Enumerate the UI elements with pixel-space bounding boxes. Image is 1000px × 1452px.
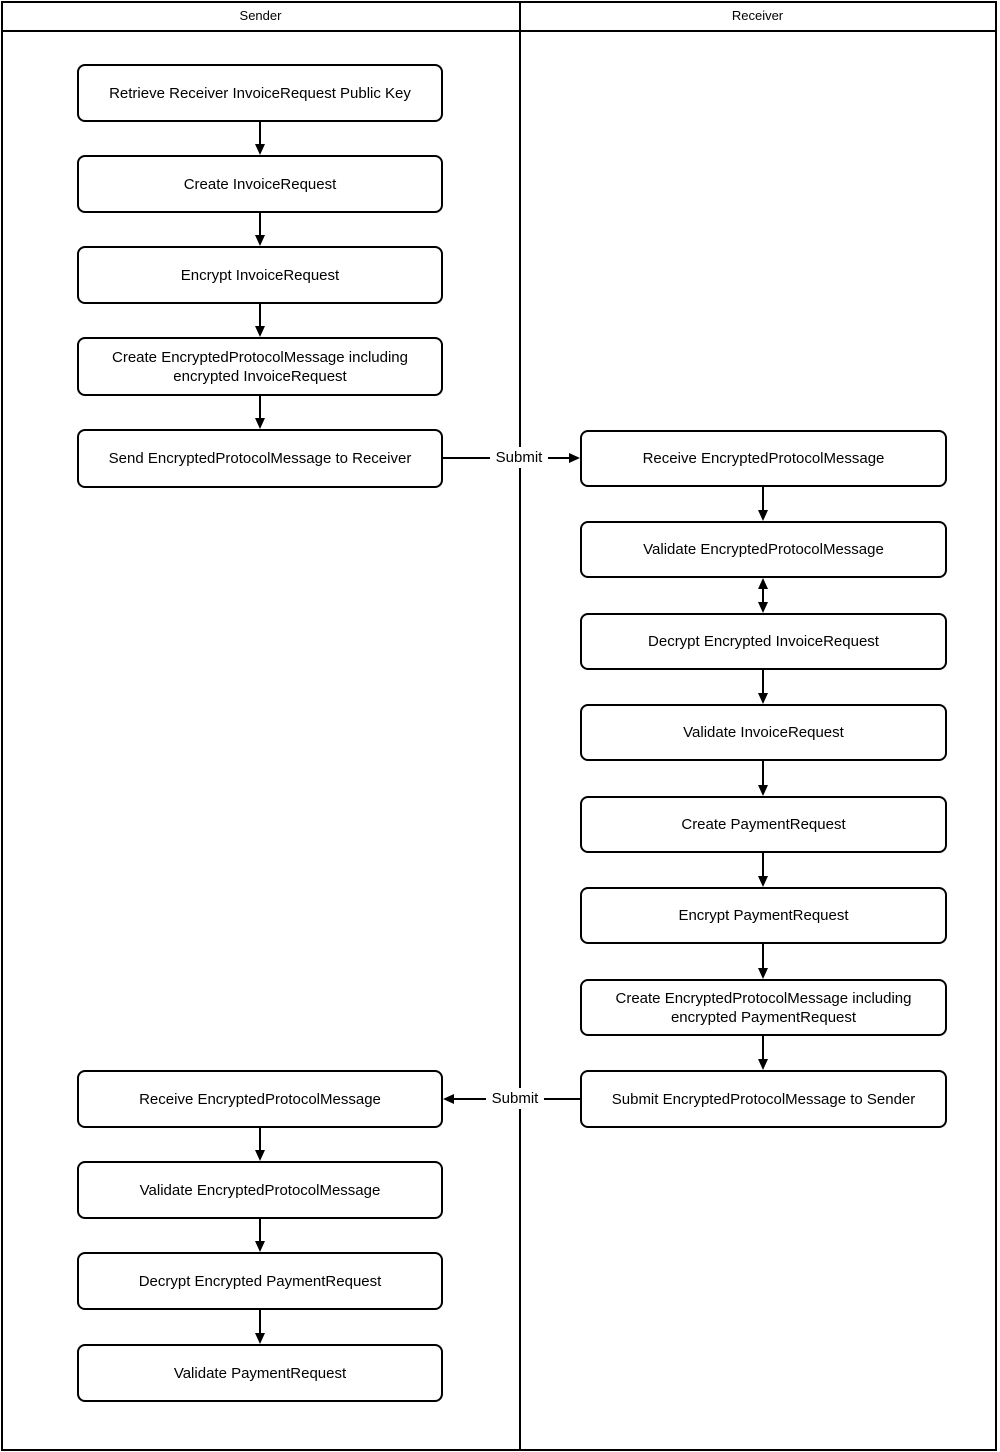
lane-header-receiver: Receiver <box>731 8 784 23</box>
arrowhead-down-icon <box>255 144 265 155</box>
arrowhead-left-icon <box>443 1094 454 1104</box>
node-submit-epm-to-sender: Submit EncryptedProtocolMessage to Sende… <box>580 1070 947 1128</box>
arrow-line <box>762 944 764 970</box>
node-encrypt-invoicerequest: Encrypt InvoiceRequest <box>77 246 443 304</box>
arrowhead-down-icon <box>758 602 768 613</box>
arrowhead-down-icon <box>255 1333 265 1344</box>
arrow-line <box>762 487 764 512</box>
node-create-paymentrequest: Create PaymentRequest <box>580 796 947 853</box>
node-create-epm-invoicerequest: Create EncryptedProtocolMessage includin… <box>77 337 443 396</box>
arrow-line <box>259 122 261 146</box>
node-send-epm-to-receiver: Send EncryptedProtocolMessage to Receive… <box>77 429 443 488</box>
arrowhead-down-icon <box>758 785 768 796</box>
edge-label-submit-to-sender: Submit <box>486 1088 544 1109</box>
lane-header-sender: Sender <box>239 8 282 23</box>
arrow-line <box>259 1310 261 1335</box>
arrowhead-down-icon <box>758 693 768 704</box>
arrow-line <box>762 761 764 787</box>
lane-divider <box>519 1 521 1449</box>
arrow-line <box>259 304 261 328</box>
edge-label-submit-to-receiver: Submit <box>490 447 548 468</box>
arrowhead-down-icon <box>255 1241 265 1252</box>
arrow-line <box>762 1036 764 1061</box>
arrowhead-down-icon <box>758 876 768 887</box>
node-sender-validate-epm: Validate EncryptedProtocolMessage <box>77 1161 443 1219</box>
arrowhead-down-icon <box>758 968 768 979</box>
node-validate-paymentrequest: Validate PaymentRequest <box>77 1344 443 1402</box>
node-sender-receive-epm: Receive EncryptedProtocolMessage <box>77 1070 443 1128</box>
node-create-epm-paymentrequest: Create EncryptedProtocolMessage includin… <box>580 979 947 1036</box>
header-separator <box>1 30 995 32</box>
node-decrypt-invoicerequest: Decrypt Encrypted InvoiceRequest <box>580 613 947 670</box>
arrowhead-down-icon <box>255 418 265 429</box>
arrowhead-right-icon <box>569 453 580 463</box>
arrow-line <box>259 1219 261 1243</box>
arrowhead-up-icon <box>758 578 768 589</box>
arrowhead-down-icon <box>758 510 768 521</box>
node-validate-invoicerequest: Validate InvoiceRequest <box>580 704 947 761</box>
arrow-line <box>762 670 764 695</box>
arrowhead-down-icon <box>255 235 265 246</box>
node-encrypt-paymentrequest: Encrypt PaymentRequest <box>580 887 947 944</box>
arrow-line <box>259 1128 261 1152</box>
node-create-invoicerequest: Create InvoiceRequest <box>77 155 443 213</box>
node-decrypt-paymentrequest: Decrypt Encrypted PaymentRequest <box>77 1252 443 1310</box>
arrow-line <box>762 853 764 878</box>
arrowhead-down-icon <box>255 326 265 337</box>
arrow-line <box>259 396 261 420</box>
arrow-line <box>762 587 764 604</box>
node-receiver-validate-epm: Validate EncryptedProtocolMessage <box>580 521 947 578</box>
node-receiver-receive-epm: Receive EncryptedProtocolMessage <box>580 430 947 487</box>
arrowhead-down-icon <box>255 1150 265 1161</box>
arrow-line <box>259 213 261 237</box>
arrowhead-down-icon <box>758 1059 768 1070</box>
node-retrieve-public-key: Retrieve Receiver InvoiceRequest Public … <box>77 64 443 122</box>
